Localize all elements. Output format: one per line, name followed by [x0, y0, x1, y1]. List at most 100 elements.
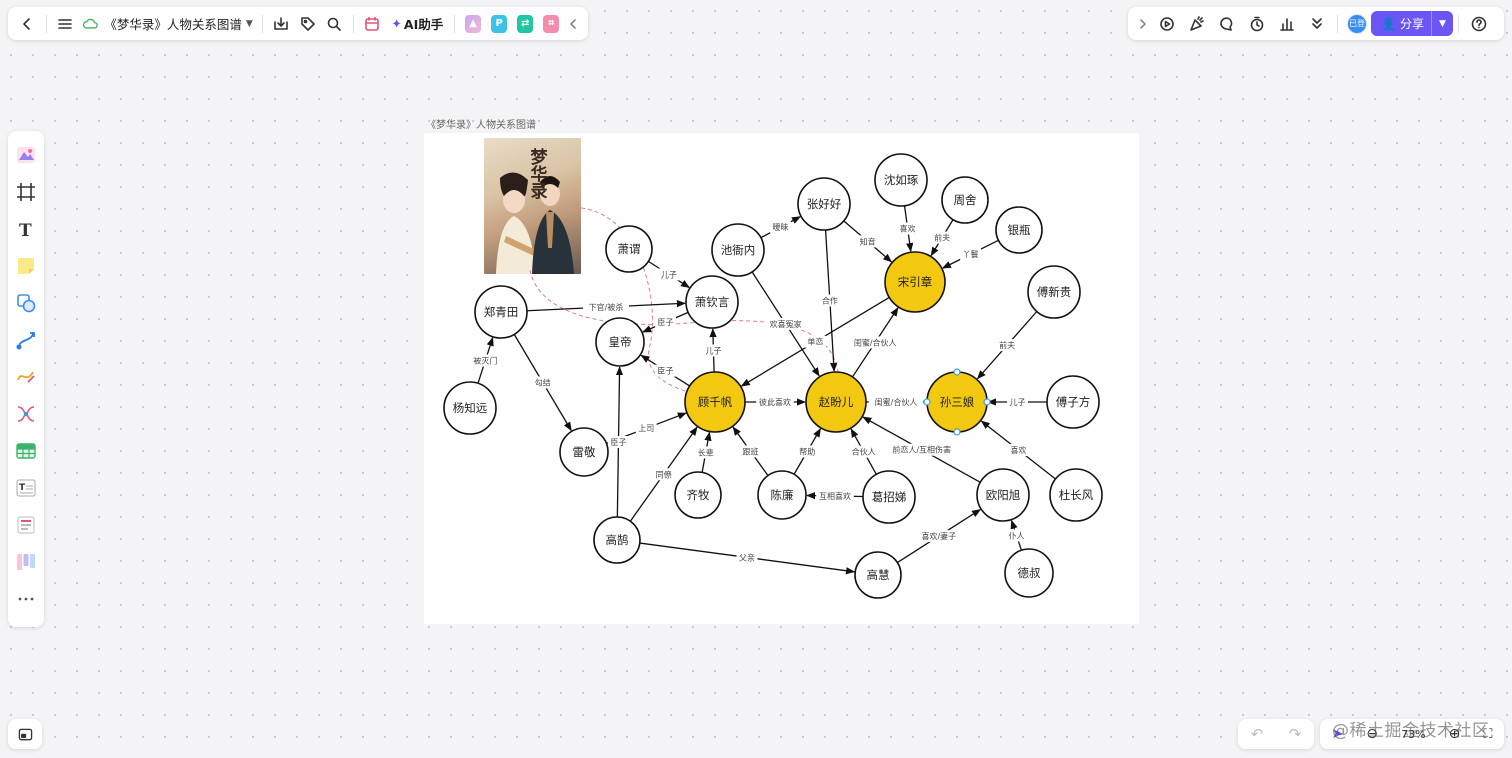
flow-app-icon[interactable]: ⌗: [543, 14, 560, 33]
ai-assistant-button[interactable]: ✦ AI助手: [385, 14, 449, 33]
character-node-circle[interactable]: [1004, 548, 1054, 598]
character-node-circle[interactable]: [854, 551, 902, 599]
character-node-fuxingui[interactable]: 傅新贵: [1027, 265, 1081, 319]
character-node-circle[interactable]: [941, 176, 989, 224]
chevron-down-icon[interactable]: ▼: [1431, 11, 1453, 36]
character-node-yangzhiyuan[interactable]: 杨知远: [443, 381, 497, 435]
character-node-circle[interactable]: [559, 427, 609, 477]
zoom-level[interactable]: 73%: [1401, 727, 1426, 741]
character-node-circle[interactable]: [1046, 375, 1100, 429]
character-node-gaohui[interactable]: 高慧: [854, 551, 902, 599]
tag-icon[interactable]: [294, 11, 321, 37]
character-node-circle[interactable]: [757, 470, 807, 520]
character-node-zhaopaner[interactable]: 赵盼儿: [805, 371, 867, 433]
frame-icon[interactable]: [11, 176, 41, 208]
table-icon[interactable]: [11, 435, 41, 467]
document-title[interactable]: 《梦华录》人物关系图谱 ▼: [78, 14, 256, 33]
user-avatar[interactable]: 已登: [1347, 13, 1367, 34]
connector-icon[interactable]: [11, 324, 41, 356]
kanban-icon[interactable]: [11, 546, 41, 578]
pen-icon[interactable]: [11, 361, 41, 393]
character-node-gezhaodi[interactable]: 葛招娣: [862, 470, 916, 524]
character-node-leijing[interactable]: 雷敬: [559, 427, 609, 477]
text-icon[interactable]: T: [11, 213, 41, 245]
character-node-circle[interactable]: [684, 371, 746, 433]
zoom-in-icon[interactable]: ⊕: [1448, 726, 1461, 742]
p-app-icon[interactable]: P: [491, 14, 508, 33]
character-node-circle[interactable]: [605, 225, 653, 273]
character-node-circle[interactable]: [884, 251, 946, 313]
character-node-fuzifang[interactable]: 傅子方: [1046, 375, 1100, 429]
undo-icon[interactable]: ↶: [1250, 725, 1264, 743]
shape-icon[interactable]: [11, 287, 41, 319]
character-node-zhoushe[interactable]: 周舍: [941, 176, 989, 224]
help-icon[interactable]: [1464, 11, 1494, 37]
mindmap-icon[interactable]: [11, 398, 41, 430]
character-node-deshu[interactable]: 德叔: [1004, 548, 1054, 598]
minimap-button[interactable]: [8, 719, 42, 749]
image-app-icon[interactable]: ▲: [465, 14, 482, 33]
template-icon[interactable]: [11, 139, 41, 171]
character-node-huangdi[interactable]: 皇帝: [595, 317, 645, 367]
menu-icon[interactable]: [52, 11, 79, 37]
sticky-note-icon[interactable]: [11, 250, 41, 282]
character-node-circle[interactable]: [874, 153, 928, 207]
character-node-guqianfan[interactable]: 顾千帆: [684, 371, 746, 433]
play-icon[interactable]: [1152, 11, 1182, 37]
character-node-circle[interactable]: [995, 206, 1043, 254]
character-node-xiaowei[interactable]: 萧谓: [605, 225, 653, 273]
fit-screen-icon[interactable]: ⛶: [1483, 726, 1493, 742]
character-node-shenruzhuo[interactable]: 沈如琢: [874, 153, 928, 207]
character-node-duchangfeng[interactable]: 杜长风: [1049, 468, 1103, 522]
character-node-xiaoqinyan[interactable]: 萧钦言: [685, 275, 739, 329]
character-node-circle[interactable]: [711, 223, 765, 277]
character-name: 周舍: [954, 193, 977, 207]
character-name: 傅新贵: [1037, 285, 1072, 299]
character-node-yinping[interactable]: 银瓶: [995, 206, 1043, 254]
vote-chart-icon[interactable]: [1272, 11, 1302, 37]
timer-icon[interactable]: [1242, 11, 1272, 37]
character-node-circle[interactable]: [474, 285, 528, 339]
character-node-circle[interactable]: [443, 381, 497, 435]
zoom-bar: ➤ ⊖ 73% ⊕ ⛶: [1320, 719, 1504, 749]
character-node-circle[interactable]: [862, 470, 916, 524]
comment-icon[interactable]: [1212, 11, 1242, 37]
character-node-gaohu[interactable]: 高鹄: [593, 516, 641, 564]
search-icon[interactable]: [321, 11, 348, 37]
character-node-ouyangxu[interactable]: 欧阳旭: [976, 468, 1030, 522]
character-node-circle[interactable]: [685, 275, 739, 329]
character-node-circle[interactable]: [593, 516, 641, 564]
character-node-songyinzhang[interactable]: 宋引章: [884, 251, 946, 313]
character-node-circle[interactable]: [674, 471, 722, 519]
expand-icon[interactable]: [1134, 11, 1152, 37]
character-node-circle[interactable]: [805, 371, 867, 433]
character-node-zhengqingtian[interactable]: 郑青田: [474, 285, 528, 339]
collapse-icon[interactable]: [564, 11, 582, 37]
character-node-qimu[interactable]: 齐牧: [674, 471, 722, 519]
character-node-zhanghaohao[interactable]: 张好好: [797, 177, 851, 231]
share-button[interactable]: 👤 分享 ▼: [1371, 11, 1453, 36]
back-icon[interactable]: [14, 11, 41, 37]
select-cursor-icon[interactable]: ➤: [1331, 726, 1344, 742]
frame-label: 《梦华录》人物关系图谱: [426, 120, 536, 131]
divider: [454, 14, 456, 33]
mindmap-app-icon[interactable]: ⇄: [517, 14, 534, 33]
character-node-chihengnei[interactable]: 池衙内: [711, 223, 765, 277]
character-node-circle[interactable]: [1049, 468, 1103, 522]
text-block-icon[interactable]: T: [11, 472, 41, 504]
calendar-icon[interactable]: [359, 11, 386, 37]
celebrate-icon[interactable]: [1182, 11, 1212, 37]
more-tools-icon[interactable]: [11, 583, 41, 615]
character-node-circle[interactable]: [976, 468, 1030, 522]
character-node-circle[interactable]: [1027, 265, 1081, 319]
more-down-icon[interactable]: [1302, 11, 1332, 37]
character-node-chenlian[interactable]: 陈廉: [757, 470, 807, 520]
character-node-sunsanniang[interactable]: 孙三娘: [926, 371, 988, 433]
list-card-icon[interactable]: [11, 509, 41, 541]
redo-icon[interactable]: ↷: [1288, 725, 1302, 743]
character-node-circle[interactable]: [595, 317, 645, 367]
zoom-out-icon[interactable]: ⊖: [1366, 726, 1379, 742]
drama-poster-image[interactable]: 梦华录: [484, 138, 581, 274]
download-icon[interactable]: [268, 11, 295, 37]
character-node-circle[interactable]: [797, 177, 851, 231]
